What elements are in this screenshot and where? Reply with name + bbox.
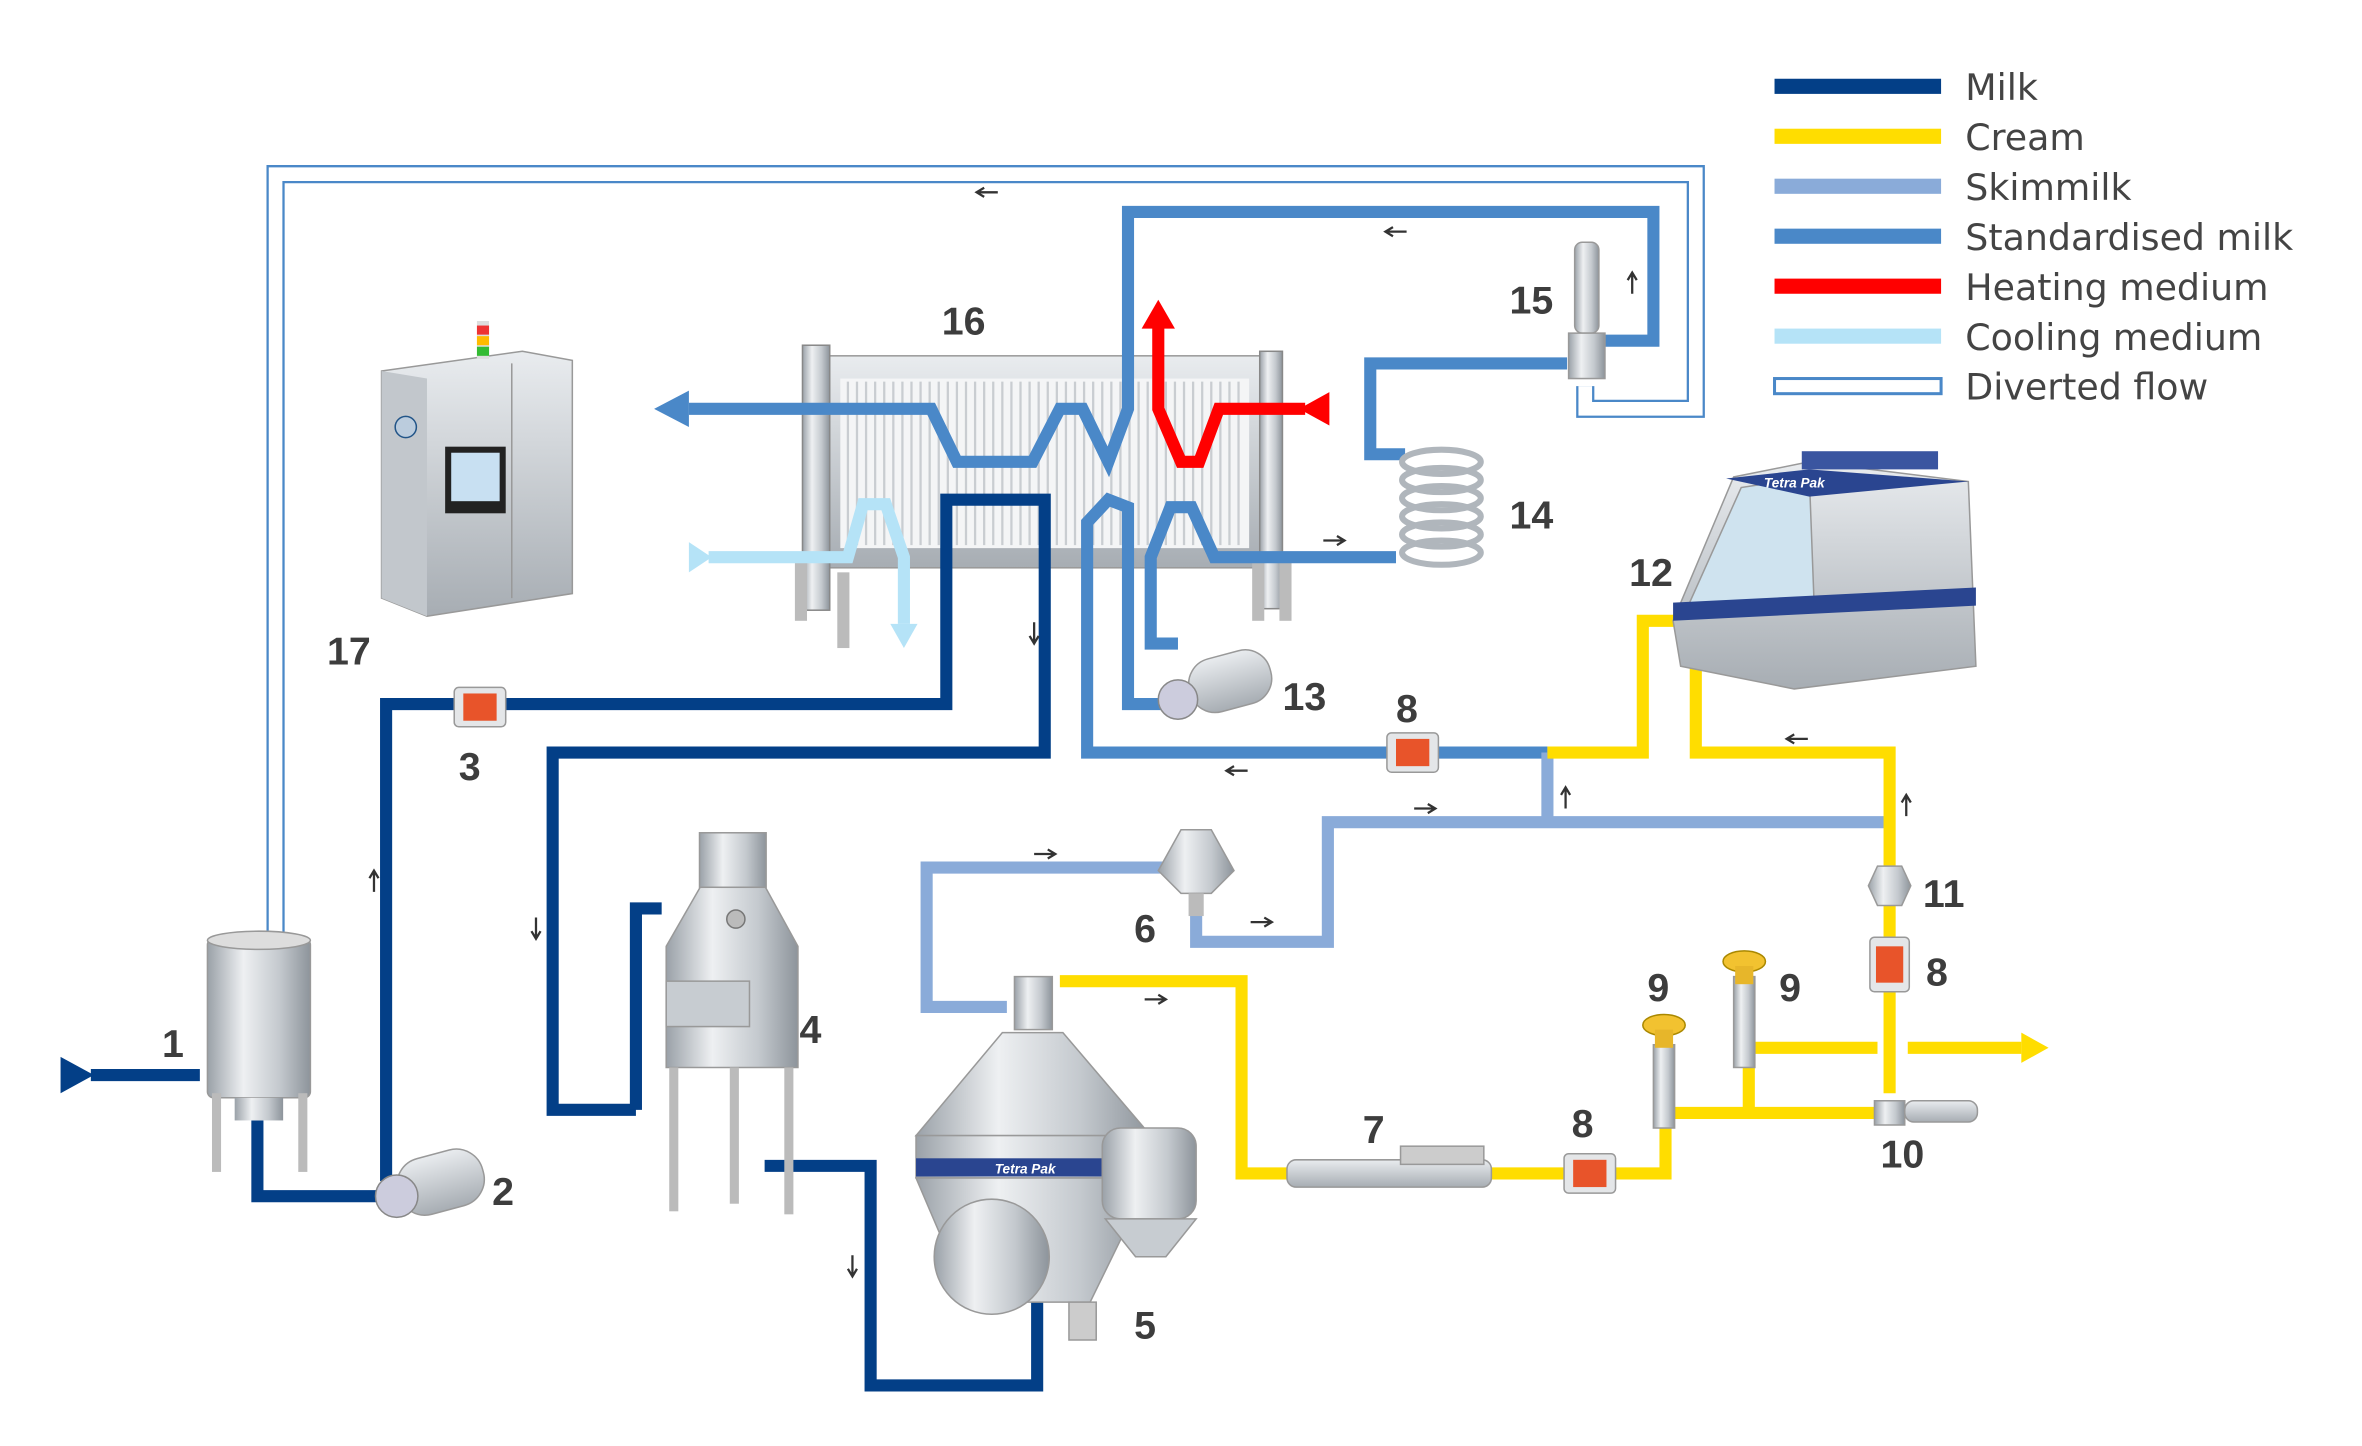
regulating-valve [1642, 1013, 1686, 1129]
flow-diversion-valve [1567, 241, 1606, 380]
legend-swatch [1774, 278, 1942, 294]
flow-arrow [1034, 848, 1058, 860]
flow-arrow [846, 1255, 858, 1279]
label-check-valve: 11 [1923, 872, 1965, 916]
label-flow-meter: 8 [1572, 1102, 1594, 1146]
label-homogenizer: 12 [1629, 551, 1673, 595]
clarifier [665, 832, 799, 1215]
diverted-flow-pipe [266, 165, 1705, 947]
label-diversion-valve: 15 [1510, 278, 1554, 322]
label-booster-pump: 13 [1282, 675, 1326, 719]
label-regulating-valve: 9 [1647, 966, 1669, 1010]
legend-swatch [1774, 178, 1942, 194]
legend-label: Cream [1965, 116, 2085, 159]
label-plate-heat-exchanger: 16 [942, 300, 986, 344]
flow-arrow [530, 917, 542, 941]
skimmilk-pipe [920, 752, 1893, 1013]
flow-arrow [1323, 535, 1347, 547]
feed-pump [374, 1148, 486, 1219]
flow-arrow [1784, 733, 1808, 745]
legend-item: Cream [1774, 116, 2085, 159]
standardised-milk-pipe [654, 205, 1660, 759]
label-clarifier: 4 [799, 1008, 821, 1052]
legend-swatch [1774, 128, 1942, 144]
label-holding-tube: 14 [1510, 493, 1554, 537]
label-separator: 5 [1134, 1303, 1156, 1347]
legend-label: Skimmilk [1965, 166, 2131, 209]
density-transmitter [1286, 1145, 1493, 1188]
control-panel [380, 321, 574, 618]
legend-label: Heating medium [1965, 266, 2268, 309]
legend-item: Skimmilk [1774, 166, 2132, 209]
legend-item: Standardised milk [1774, 216, 2293, 259]
legend-item: Milk [1774, 66, 2038, 109]
legend-label: Diverted flow [1965, 366, 2208, 409]
flow-direction-arrows [368, 186, 1912, 1279]
regulating-valve [1722, 950, 1767, 1069]
legend-item: Cooling medium [1774, 316, 2262, 359]
flow-meters [453, 686, 1911, 1194]
flow-arrow [1028, 622, 1040, 646]
flow-meter [1869, 936, 1911, 993]
milk-pipe [60, 493, 1051, 1392]
label-balance-tank: 1 [162, 1022, 184, 1066]
legend-label: Cooling medium [1965, 316, 2262, 359]
legend-label: Standardised milk [1965, 216, 2293, 259]
check-valve [1867, 865, 1912, 907]
label-flow-meter: 8 [1926, 951, 1948, 995]
label-control-panel: 17 [327, 630, 371, 674]
flow-arrow [1224, 765, 1248, 777]
label-shut-off-valve: 10 [1881, 1132, 1925, 1176]
label-density-transmitter: 7 [1363, 1108, 1385, 1152]
legend-swatch [1773, 377, 1943, 396]
label-flow-meter: 8 [1396, 687, 1418, 731]
legend-swatch [1774, 228, 1942, 244]
balance-tank [206, 930, 312, 1172]
legend-label: Milk [1965, 66, 2038, 109]
flow-arrow [1414, 803, 1438, 815]
legend-swatch [1774, 328, 1942, 344]
equipment-labels: 1 2 3 4 5 6 7 8 8 8 9 9 10 11 12 13 14 1… [162, 278, 1965, 1347]
label-feed-pump: 2 [492, 1170, 514, 1214]
label-regulating-valve: 9 [1779, 966, 1801, 1010]
flow-arrow [1626, 270, 1638, 294]
flow-arrow [1250, 916, 1275, 928]
cooling-medium-pipe [688, 498, 918, 649]
legend-item: Diverted flow [1773, 366, 2208, 409]
flow-arrow [974, 186, 998, 198]
label-pressure-valve: 6 [1134, 907, 1156, 951]
flow-meter [1386, 732, 1440, 773]
label-flow-controller: 3 [459, 745, 481, 789]
flow-meter [453, 686, 507, 728]
tetra-pak-logo: Tetra Pak [995, 1161, 1057, 1176]
flow-arrow [1560, 785, 1572, 809]
holding-tube-coil [1399, 446, 1484, 568]
constant-pressure-valve [1157, 828, 1235, 917]
tetra-pak-logo: Tetra Pak [1764, 476, 1826, 491]
shut-off-valve [1873, 1100, 1979, 1126]
legend-item: Heating medium [1774, 266, 2269, 309]
separator: Tetra Pak [914, 975, 1198, 1341]
flow-meter [1563, 1153, 1617, 1194]
flow-arrow [1383, 226, 1407, 238]
booster-pump [1157, 649, 1273, 720]
flow-arrow [368, 868, 380, 892]
homogenizer: Tetra Pak [1672, 451, 1977, 690]
flow-arrow [1144, 993, 1169, 1005]
flow-arrow [1900, 792, 1912, 817]
heating-medium-pipe [1141, 299, 1330, 468]
legend-swatch [1774, 78, 1942, 94]
